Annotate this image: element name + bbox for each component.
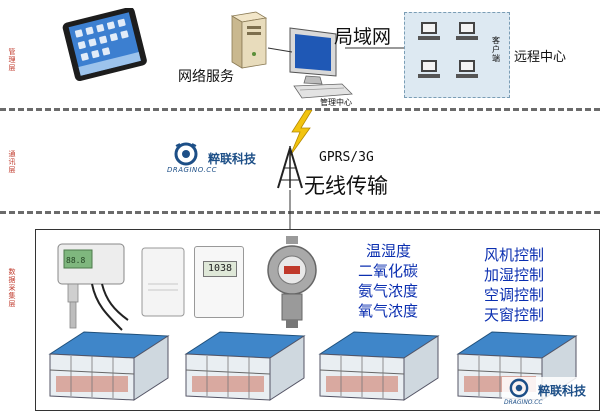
brand-logo-icon <box>506 378 532 402</box>
tablet-icon <box>56 7 154 82</box>
co2-sensor-display: 1038 <box>203 261 237 277</box>
remote-center-label: 远程中心 <box>514 50 567 65</box>
svg-text:88.8: 88.8 <box>66 256 85 265</box>
client-computer-icon <box>456 20 480 46</box>
layer-divider-top <box>0 108 600 111</box>
barn-illustration <box>314 326 440 406</box>
temp-humidity-sensor-icon: 88.8 <box>52 234 130 338</box>
computer-icon <box>286 24 356 102</box>
tower-connector <box>289 190 291 230</box>
control-item-humidify: 加湿控制 <box>484 266 545 284</box>
server-icon <box>226 10 268 70</box>
lightning-icon <box>284 109 314 160</box>
top-connectors <box>267 47 404 53</box>
control-item-fan: 风机控制 <box>484 246 545 264</box>
brand-name-bottom: 粹联科技 <box>538 384 587 398</box>
brand-logo-text-bottom: DRAGINO.CC <box>504 399 543 406</box>
wall-sensor-icon <box>140 246 186 322</box>
layer-label-communication: 通讯层 <box>8 150 16 174</box>
brand-name-middle: 粹联科技 <box>208 152 257 166</box>
protocol-label: GPRS/3G <box>319 150 374 165</box>
client-computer-icon <box>418 20 442 46</box>
lan-label: 局域网 <box>334 26 392 48</box>
layer-label-collection: 数据采集层 <box>8 268 16 308</box>
brand-badge <box>502 377 598 407</box>
brand-logo-icon <box>170 142 202 170</box>
sensor-item-temp-humidity: 温湿度 <box>366 242 412 260</box>
control-item-skylight: 天窗控制 <box>484 306 545 324</box>
co2-wall-sensor-icon: 1038 <box>194 246 244 318</box>
client-computer-icon <box>418 58 442 84</box>
sensor-item-oxygen: 氧气浓度 <box>358 302 419 320</box>
barn-illustration <box>44 326 170 406</box>
brand-logo-text-middle: DRAGINO.CC <box>167 166 217 174</box>
layer-label-management: 管理层 <box>8 48 16 72</box>
control-item-aircon: 空调控制 <box>484 286 545 304</box>
gas-detector-icon <box>264 236 320 332</box>
management-center-label: 管理中心 <box>320 98 352 107</box>
wireless-label: 无线传输 <box>304 174 388 198</box>
sensor-item-ammonia: 氨气浓度 <box>358 282 419 300</box>
client-computer-icon <box>456 58 480 84</box>
layer-divider-bottom <box>0 211 600 214</box>
sensor-item-co2: 二氧化碳 <box>358 262 419 280</box>
client-label: 客户端 <box>492 36 500 63</box>
antenna-tower-icon <box>274 146 306 194</box>
network-service-label: 网络服务 <box>178 69 234 85</box>
barn-illustration <box>180 326 306 406</box>
